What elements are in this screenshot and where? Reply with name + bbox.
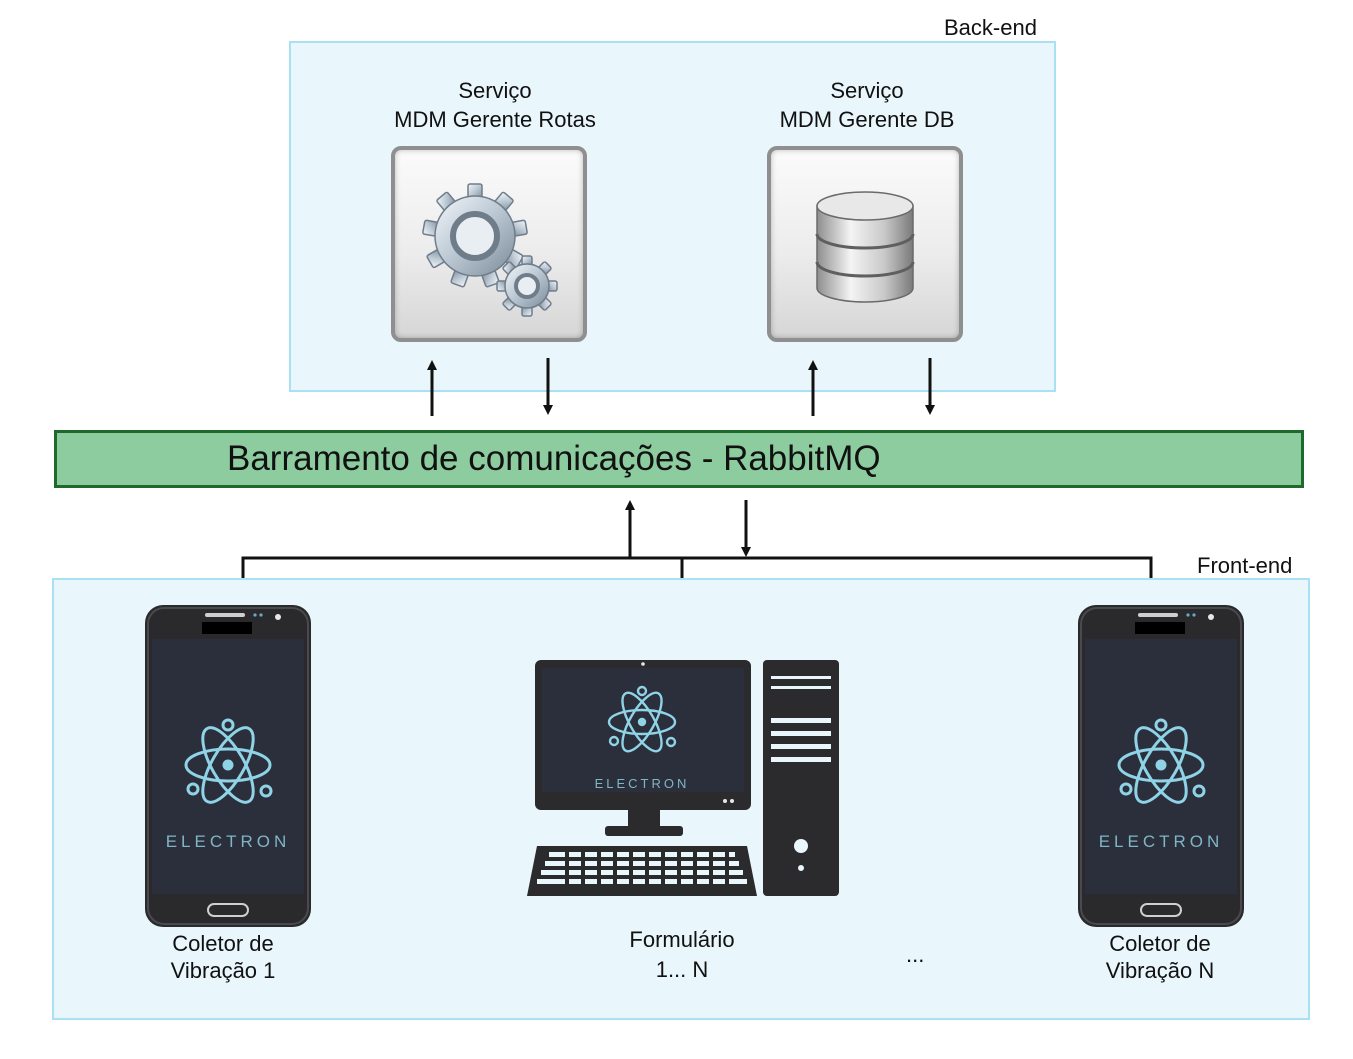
large-gear xyxy=(422,183,528,288)
bus-title: Barramento de comunicações - RabbitMQ xyxy=(227,439,881,478)
caption-phone-n-line1: Coletor de xyxy=(1109,931,1211,956)
service-db-label: Serviço MDM Gerente DB xyxy=(722,76,1012,134)
caption-phone-1-line2: Vibração 1 xyxy=(170,958,276,983)
phone-n[interactable]: ELECTRON xyxy=(1078,605,1244,927)
service-db-line2: MDM Gerente DB xyxy=(779,107,955,132)
gears-icon xyxy=(422,183,558,317)
caption-phone-1: Coletor de Vibração 1 xyxy=(143,930,303,984)
service-routes-line2: MDM Gerente Rotas xyxy=(394,107,596,132)
electron-logo-icon xyxy=(184,718,273,804)
caption-phone-n: Coletor de Vibração N xyxy=(1080,930,1240,984)
service-routes-line1: Serviço xyxy=(458,78,532,103)
desktop-computer[interactable]: ELECTRON xyxy=(525,658,841,898)
service-routes-box[interactable] xyxy=(391,146,587,342)
desktop-screen-text: ELECTRON xyxy=(595,776,690,791)
caption-phone-n-line2: Vibração N xyxy=(1105,958,1215,983)
phone-1-screen-text: ELECTRON xyxy=(166,832,291,851)
caption-desktop: Formulário 1... N xyxy=(602,926,762,983)
service-db-box[interactable] xyxy=(767,146,963,342)
message-bus: Barramento de comunicações - RabbitMQ xyxy=(54,430,1304,488)
phone-n-screen-text: ELECTRON xyxy=(1099,832,1224,851)
database-icon xyxy=(815,191,915,303)
backend-label: Back-end xyxy=(944,15,1037,40)
service-db-line1: Serviço xyxy=(830,78,904,103)
small-gear xyxy=(496,255,558,317)
tower xyxy=(763,660,839,896)
caption-phone-1-line1: Coletor de xyxy=(172,931,274,956)
phone-1[interactable]: ELECTRON xyxy=(145,605,311,927)
electron-logo-icon-desktop xyxy=(607,685,677,753)
service-routes-label: Serviço MDM Gerente Rotas xyxy=(350,76,640,134)
caption-desktop-line2: 1... N xyxy=(655,957,709,982)
more-devices-ellipsis: ... xyxy=(906,942,925,967)
frontend-label: Front-end xyxy=(1197,553,1293,578)
electron-logo-icon-n xyxy=(1117,718,1206,804)
caption-desktop-line1: Formulário xyxy=(629,927,735,952)
